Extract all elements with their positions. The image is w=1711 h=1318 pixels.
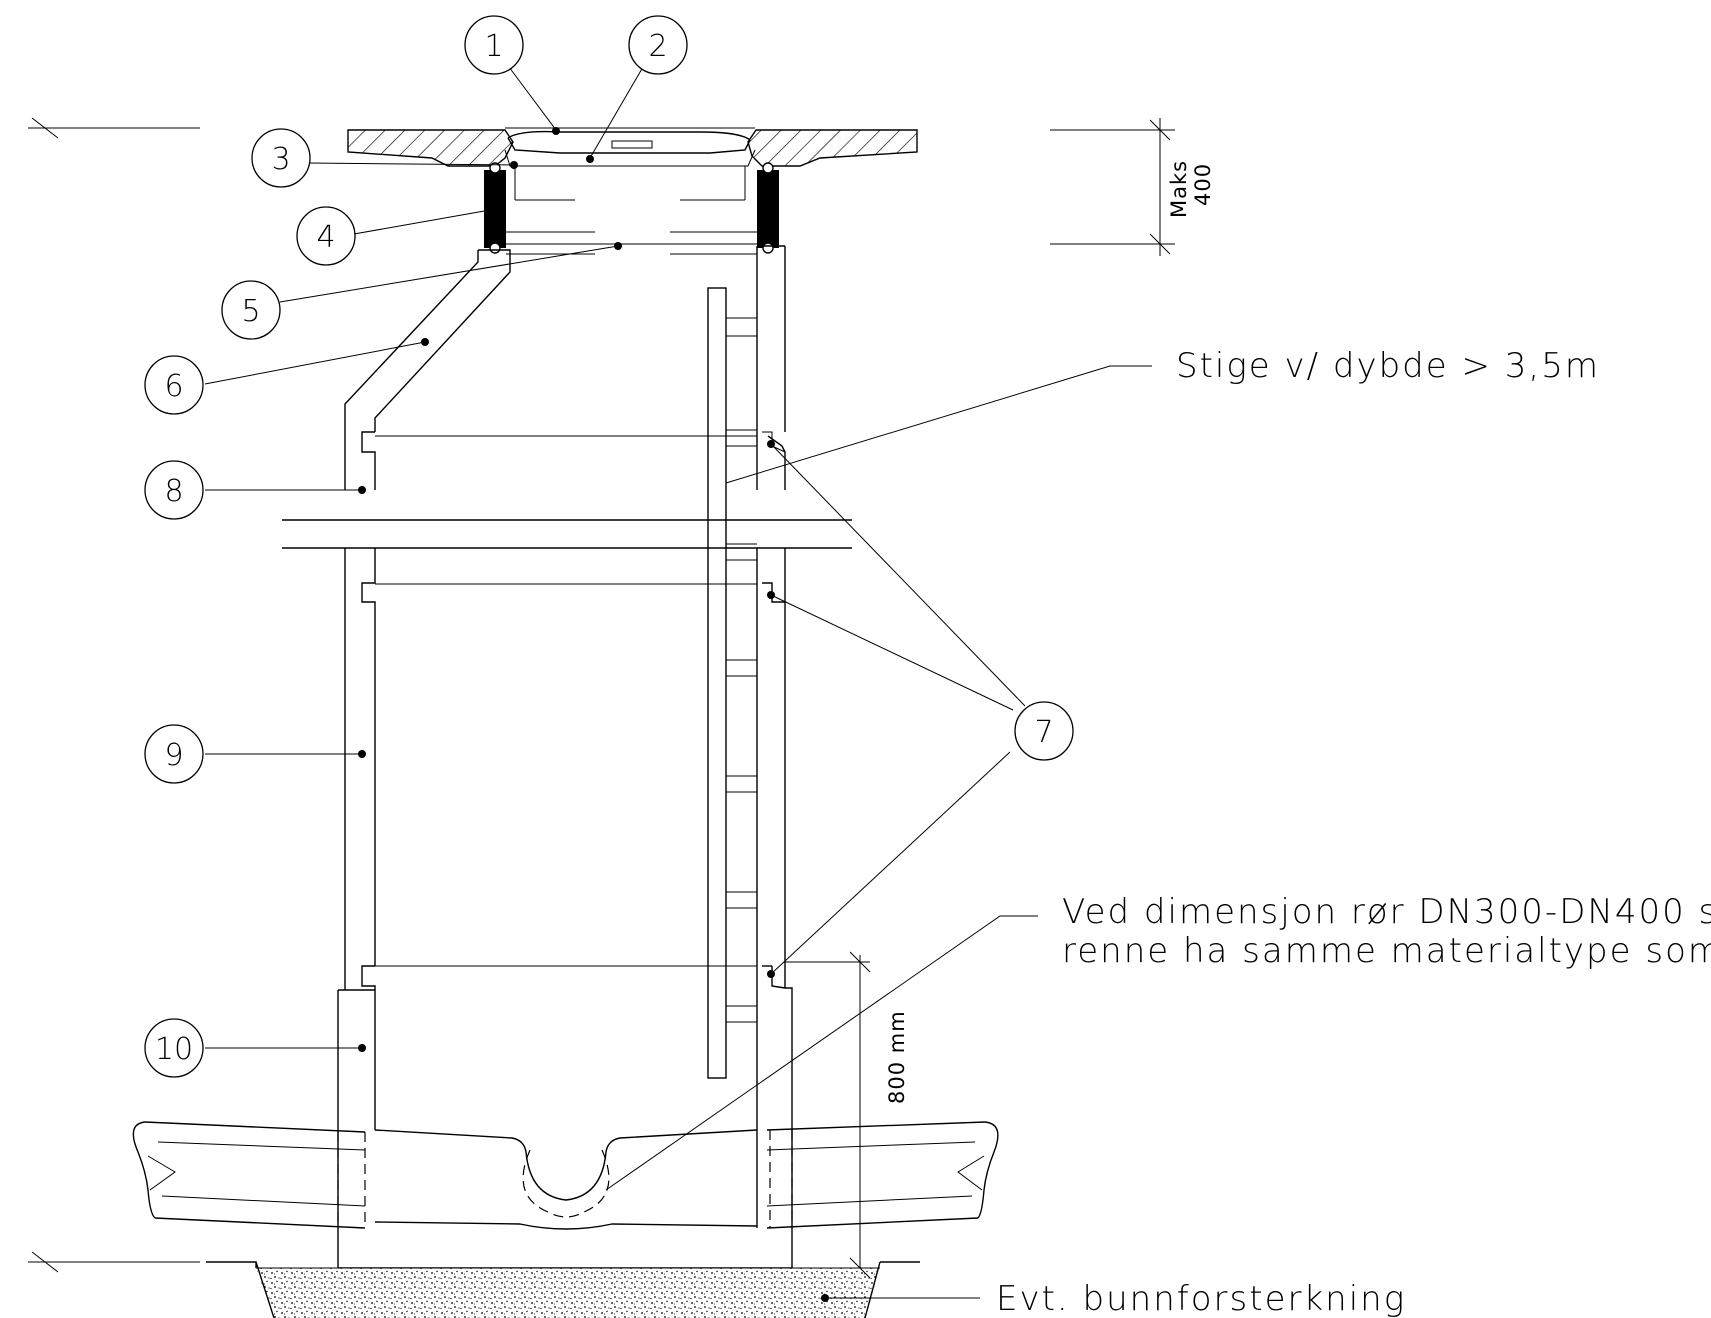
note-ladder: Stige v/ dybde > 3,5m [1176, 346, 1600, 386]
callout-4-label: 4 [316, 220, 335, 255]
callout-9-label: 9 [164, 738, 183, 773]
callout-6: 6 [144, 355, 204, 415]
shaft-ring-9 [344, 548, 786, 990]
dimension-max-label: Maks [1167, 160, 1191, 218]
note-channel-line1: Ved dimensjon rør DN300-DN400 skal [1062, 892, 1711, 932]
note-channel-line2: renne ha samme materialtype som røret. [1062, 931, 1711, 971]
ladder [707, 287, 757, 1079]
dimension-800mm: 800 mm [785, 951, 909, 1279]
base-reinforcement [206, 1261, 920, 1318]
callout-5-label: 5 [241, 294, 260, 329]
callout-6-label: 6 [164, 369, 183, 404]
ground-level-bottom [28, 1251, 200, 1273]
leader-lines [204, 66, 1152, 1299]
callout-2-label: 2 [648, 29, 667, 64]
callout-5: 5 [221, 280, 281, 340]
callout-8: 8 [144, 460, 204, 520]
callout-9: 9 [144, 724, 204, 784]
dimension-max-400: Maks 400 [1050, 118, 1215, 256]
inlet-pipe-left [132, 1121, 366, 1229]
callout-2: 2 [628, 15, 688, 75]
leader-dots [358, 127, 829, 1302]
callout-1-label: 1 [484, 29, 503, 64]
callout-8-label: 8 [164, 474, 183, 509]
road-surface-frame [347, 127, 918, 167]
callout-4: 4 [296, 206, 356, 266]
dimension-800-label: 800 mm [885, 1010, 909, 1104]
outlet-pipe-right [766, 1121, 999, 1229]
callout-7: 7 [1014, 701, 1074, 761]
cone-section [344, 245, 786, 490]
callout-10-label: 10 [155, 1032, 193, 1067]
note-base: Evt. bunnforsterkning [996, 1279, 1406, 1318]
callout-3: 3 [251, 128, 311, 188]
channel-benching [374, 1129, 758, 1230]
adjustment-rings [484, 162, 779, 255]
dimension-max-value: 400 [1191, 163, 1215, 206]
break-lines [282, 519, 852, 549]
shaft-ring-8 [361, 431, 786, 490]
callout-7-label: 7 [1034, 715, 1053, 750]
callout-3-label: 3 [271, 142, 290, 177]
ground-level-top [28, 117, 200, 139]
callout-1: 1 [464, 15, 524, 75]
callout-10: 10 [144, 1018, 204, 1078]
manhole-cover [504, 130, 756, 201]
